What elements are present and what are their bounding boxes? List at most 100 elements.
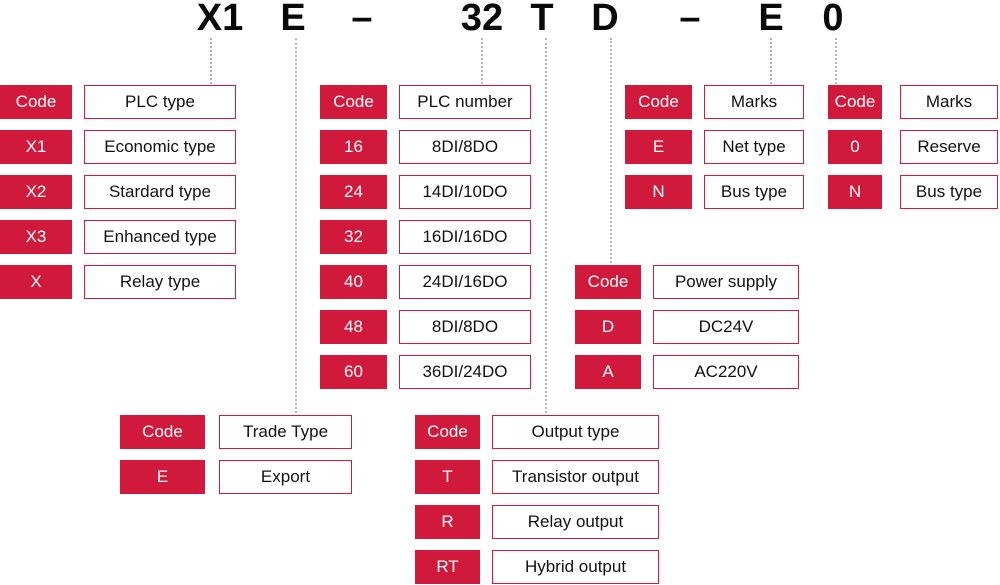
label-cell: Transistor output bbox=[492, 460, 659, 494]
code-cell: X3 bbox=[0, 220, 72, 254]
code-cell: X1 bbox=[0, 130, 72, 164]
code-cell: N bbox=[828, 175, 882, 209]
connector-line-plc-type bbox=[210, 38, 212, 84]
label-cell: Bus type bbox=[704, 175, 804, 209]
code-cell: 0 bbox=[828, 130, 882, 164]
label-cell: Reserve bbox=[900, 130, 998, 164]
code-cell: Code bbox=[320, 85, 387, 119]
connector-line-reserve-mark bbox=[835, 38, 837, 84]
table-row: N Bus type bbox=[828, 175, 998, 209]
title-segment-output-type: T bbox=[530, 0, 554, 39]
code-cell: R bbox=[415, 505, 480, 539]
code-cell: D bbox=[575, 310, 641, 344]
label-cell: Trade Type bbox=[219, 415, 352, 449]
code-cell: E bbox=[625, 130, 692, 164]
table-row: 60 36DI/24DO bbox=[320, 355, 531, 389]
label-cell: 24DI/16DO bbox=[399, 265, 531, 299]
label-cell: Marks bbox=[704, 85, 804, 119]
table-row: 16 8DI/8DO bbox=[320, 130, 531, 164]
table-row: E Net type bbox=[625, 130, 804, 164]
label-cell: PLC type bbox=[84, 85, 236, 119]
code-cell: Code bbox=[120, 415, 205, 449]
table-row: R Relay output bbox=[415, 505, 659, 539]
code-cell: 24 bbox=[320, 175, 387, 209]
label-cell: Enhanced type bbox=[84, 220, 236, 254]
table-row: 48 8DI/8DO bbox=[320, 310, 531, 344]
title-segment-dash-2: – bbox=[679, 0, 701, 39]
table-row: Code Marks bbox=[828, 85, 998, 119]
table-row: Code Output type bbox=[415, 415, 659, 449]
connector-line-plc-number bbox=[481, 38, 483, 84]
code-cell: Code bbox=[415, 415, 480, 449]
label-cell: Economic type bbox=[84, 130, 236, 164]
code-cell: RT bbox=[415, 550, 480, 584]
code-cell: 40 bbox=[320, 265, 387, 299]
code-cell: E bbox=[120, 460, 205, 494]
label-cell: Export bbox=[219, 460, 352, 494]
table-row: Code Trade Type bbox=[120, 415, 352, 449]
label-cell: Bus type bbox=[900, 175, 998, 209]
title-segment-power-supply: D bbox=[591, 0, 619, 39]
table-row: Code PLC type bbox=[0, 85, 236, 119]
code-cell: Code bbox=[625, 85, 692, 119]
label-cell: Stardard type bbox=[84, 175, 236, 209]
title-segment-reserve-mark: 0 bbox=[822, 0, 844, 39]
code-cell: T bbox=[415, 460, 480, 494]
code-cell: Code bbox=[575, 265, 641, 299]
label-cell: PLC number bbox=[399, 85, 531, 119]
table-row: 32 16DI/16DO bbox=[320, 220, 531, 254]
label-cell: Relay type bbox=[84, 265, 236, 299]
table-row: X1 Economic type bbox=[0, 130, 236, 164]
label-cell: 8DI/8DO bbox=[399, 130, 531, 164]
table-row: E Export bbox=[120, 460, 352, 494]
connector-line-power-supply bbox=[610, 38, 612, 263]
code-cell: 60 bbox=[320, 355, 387, 389]
connector-line-trade-type bbox=[295, 38, 297, 413]
label-cell: Marks bbox=[900, 85, 998, 119]
label-cell: Net type bbox=[704, 130, 804, 164]
table-row: 40 24DI/16DO bbox=[320, 265, 531, 299]
label-cell: 16DI/16DO bbox=[399, 220, 531, 254]
table-row: 0 Reserve bbox=[828, 130, 998, 164]
label-cell: Relay output bbox=[492, 505, 659, 539]
title-segment-trade-type: E bbox=[280, 0, 306, 39]
label-cell: Output type bbox=[492, 415, 659, 449]
connector-line-net-mark bbox=[770, 38, 772, 84]
table-row: D DC24V bbox=[575, 310, 799, 344]
table-row: T Transistor output bbox=[415, 460, 659, 494]
code-cell: Code bbox=[0, 85, 72, 119]
connector-line-output-type bbox=[545, 38, 547, 413]
code-cell: X2 bbox=[0, 175, 72, 209]
label-cell: 36DI/24DO bbox=[399, 355, 531, 389]
title-segment-plc-type: X1 bbox=[196, 0, 244, 39]
title-segment-dash-1: – bbox=[351, 0, 373, 39]
code-cell: 32 bbox=[320, 220, 387, 254]
table-row: X2 Stardard type bbox=[0, 175, 236, 209]
code-cell: 16 bbox=[320, 130, 387, 164]
table-row: Code Marks bbox=[625, 85, 804, 119]
code-cell: Code bbox=[828, 85, 882, 119]
code-cell: 48 bbox=[320, 310, 387, 344]
label-cell: AC220V bbox=[653, 355, 799, 389]
table-row: Code Power supply bbox=[575, 265, 799, 299]
table-row: Code PLC number bbox=[320, 85, 531, 119]
table-row: X3 Enhanced type bbox=[0, 220, 236, 254]
title-segment-net-mark: E bbox=[758, 0, 784, 39]
label-cell: Power supply bbox=[653, 265, 799, 299]
table-row: N Bus type bbox=[625, 175, 804, 209]
title-segment-plc-number: 32 bbox=[460, 0, 504, 39]
code-cell: N bbox=[625, 175, 692, 209]
label-cell: 8DI/8DO bbox=[399, 310, 531, 344]
label-cell: DC24V bbox=[653, 310, 799, 344]
